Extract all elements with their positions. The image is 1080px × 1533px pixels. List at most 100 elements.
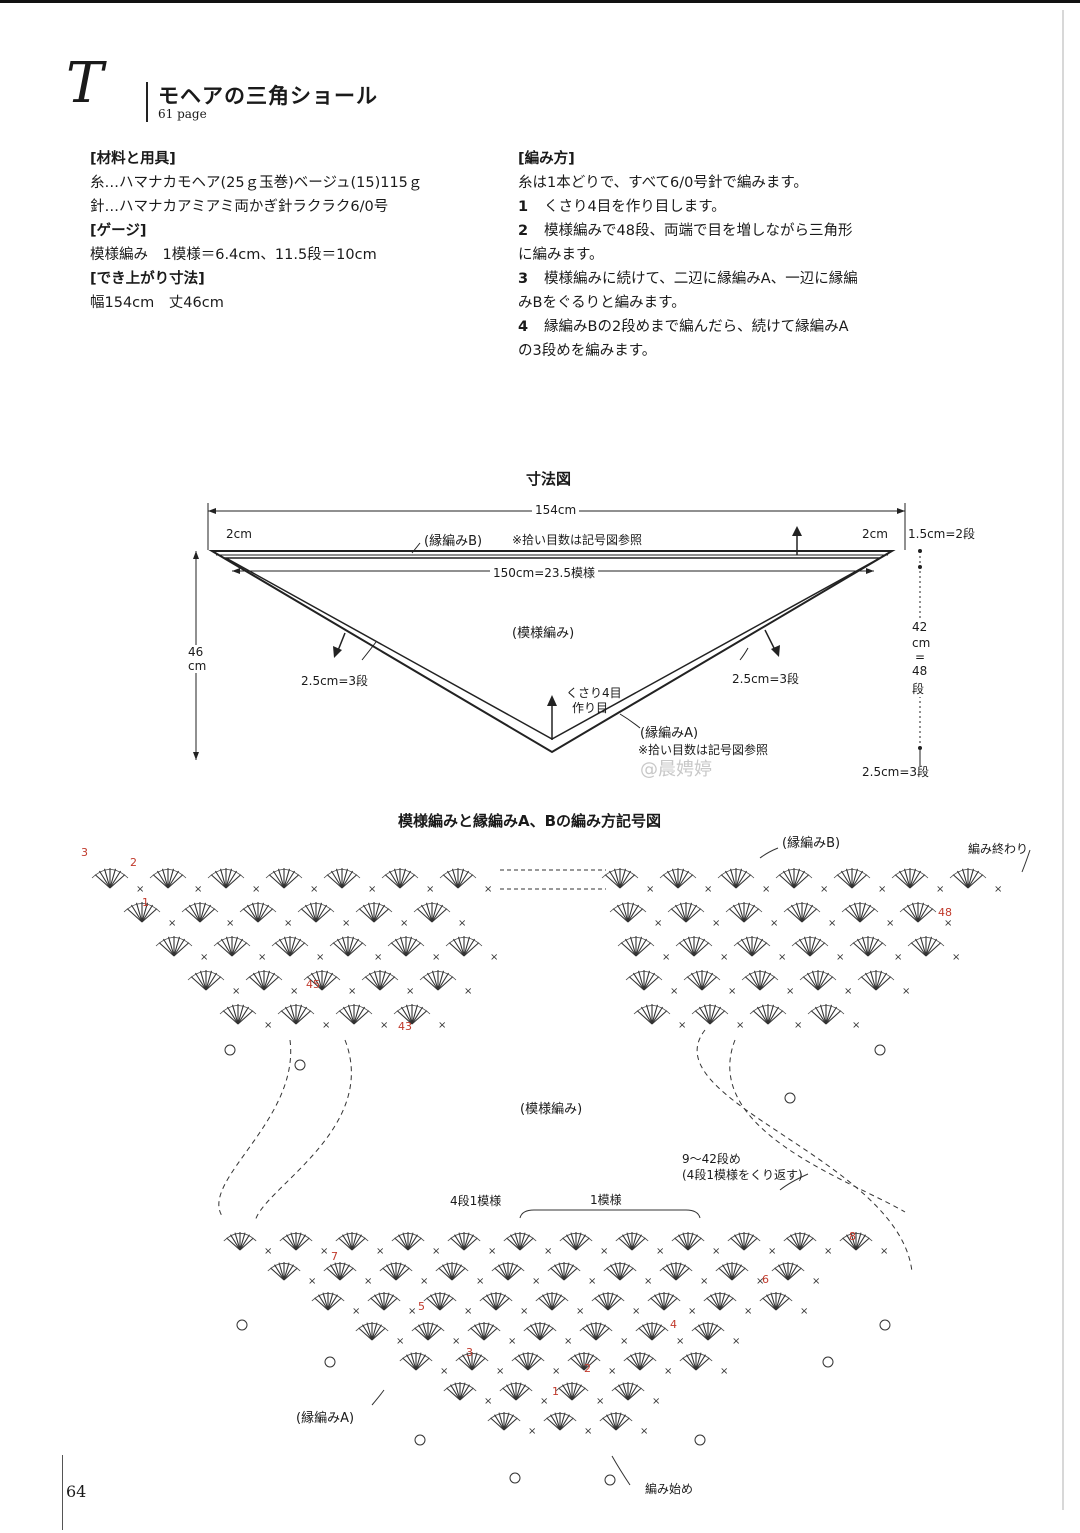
stitch-fan: [749, 1004, 787, 1025]
stitch-fan: [447, 1232, 481, 1251]
stitch-fan: [219, 1004, 257, 1025]
page-reference: 61 page: [158, 107, 207, 121]
stitch-fan: [841, 902, 879, 923]
picot: [509, 1472, 521, 1484]
stitch-mark: ×: [656, 1246, 664, 1257]
stitch-fan: [503, 1232, 537, 1251]
stitch-mark: ×: [380, 1020, 388, 1031]
stitch-mark: ×: [836, 952, 844, 963]
picot: [604, 1474, 616, 1486]
folio-rule: [62, 1455, 63, 1530]
stitch-fan: [783, 902, 821, 923]
stitch-fan: [355, 1322, 389, 1341]
stitch-mark: ×: [232, 986, 240, 997]
edge-a-label: (縁編みA): [640, 726, 699, 741]
row-number: 48: [938, 906, 952, 919]
stitch-fan: [367, 1292, 401, 1311]
stitch-mark: ×: [540, 1396, 548, 1407]
stitch-fan: [523, 1322, 557, 1341]
stitch-mark: ×: [852, 1020, 860, 1031]
stitch-mark: ×: [700, 1276, 708, 1287]
top-rule: [0, 0, 1080, 3]
repeat-rows-label: 9〜42段め: [682, 1152, 741, 1166]
stitch-fan: [907, 936, 945, 957]
stitch-fan: [323, 1262, 357, 1281]
stitch-fan: [213, 936, 251, 957]
stitch-fan: [799, 970, 837, 991]
stitch-mark: ×: [308, 1276, 316, 1287]
stitch-mark: ×: [756, 1276, 764, 1287]
row-number: 3: [81, 846, 88, 859]
step-number: 2: [518, 223, 529, 239]
stitch-fan: [771, 1262, 805, 1281]
stitch-mark: ×: [744, 1306, 752, 1317]
chart-edge-a-label: (縁編みA): [296, 1411, 355, 1426]
stitch-mark: ×: [488, 1246, 496, 1257]
stitch-fan: [467, 1322, 501, 1341]
pattern-label: (模様編み): [512, 626, 575, 641]
vertical-cm: cm: [912, 636, 931, 650]
stitch-fan: [381, 868, 419, 889]
chart-edge-b-label: (縁編みB): [782, 836, 841, 851]
stitch-fan: [591, 1292, 625, 1311]
stitch-fan: [733, 936, 771, 957]
row-number: 7: [331, 1250, 338, 1263]
stitch-fan: [647, 1292, 681, 1311]
stitch-mark: ×: [844, 986, 852, 997]
step-number: 3: [518, 271, 529, 287]
right-rows-label: 1.5cm=2段: [908, 527, 976, 541]
stitch-mark: ×: [420, 1276, 428, 1287]
stitch-mark: ×: [654, 918, 662, 929]
stitch-mark: ×: [290, 986, 298, 997]
stitch-mark: ×: [662, 952, 670, 963]
picot: [879, 1319, 891, 1331]
stitch-fan: [399, 1352, 433, 1371]
stitch-mark: ×: [902, 986, 910, 997]
stitch-mark: ×: [936, 884, 944, 895]
stitch-mark: ×: [820, 884, 828, 895]
stitch-mark: ×: [828, 918, 836, 929]
picot: [784, 1092, 796, 1104]
stitch-mark: ×: [136, 884, 144, 895]
stitch-mark: ×: [508, 1336, 516, 1347]
stitch-mark: ×: [676, 1336, 684, 1347]
stitch-mark: ×: [432, 1246, 440, 1257]
stitch-fan: [671, 1232, 705, 1251]
section-letter: T: [66, 51, 104, 116]
stitch-mark: ×: [704, 884, 712, 895]
method-intro: 糸は1本どりで、すべて6/0号針で編みます。: [518, 175, 808, 191]
stitch-fan: [807, 1004, 845, 1025]
stitch-mark: ×: [464, 986, 472, 997]
bottom-rows-label: 2.5cm=3段: [862, 765, 930, 779]
stitch-mark: ×: [342, 918, 350, 929]
stitch-mark: ×: [476, 1276, 484, 1287]
stitch-mark: ×: [576, 1306, 584, 1317]
stitch-fan: [579, 1322, 613, 1341]
stitch-fan: [279, 1232, 313, 1251]
stitch-mark: ×: [496, 1366, 504, 1377]
watermark: @晨娉婷: [640, 759, 712, 780]
stitch-mark: ×: [484, 884, 492, 895]
page-gutter: [1062, 10, 1064, 1510]
stitch-mark: ×: [646, 884, 654, 895]
stitch-mark: ×: [490, 952, 498, 963]
row-number: 1: [142, 896, 149, 909]
stitch-fan: [335, 1004, 373, 1025]
stitch-fan: [443, 1382, 477, 1401]
stitch-mark: ×: [284, 918, 292, 929]
stitch-mark: ×: [944, 918, 952, 929]
stitch-fan: [547, 1262, 581, 1281]
stitch-mark: ×: [310, 884, 318, 895]
stitch-mark: ×: [258, 952, 266, 963]
finish-label: 編み終わり: [968, 842, 1029, 856]
stitch-fan: [949, 868, 987, 889]
stitch-mark: ×: [564, 1336, 572, 1347]
stitch-fan: [91, 868, 129, 889]
stitch-mark: ×: [438, 1020, 446, 1031]
stitch-fan: [297, 902, 335, 923]
step-text: くさり4目を作り目します。: [544, 199, 726, 215]
edge-a-note: ※拾い目数は記号図参照: [638, 743, 769, 757]
stitch-fan: [601, 868, 639, 889]
